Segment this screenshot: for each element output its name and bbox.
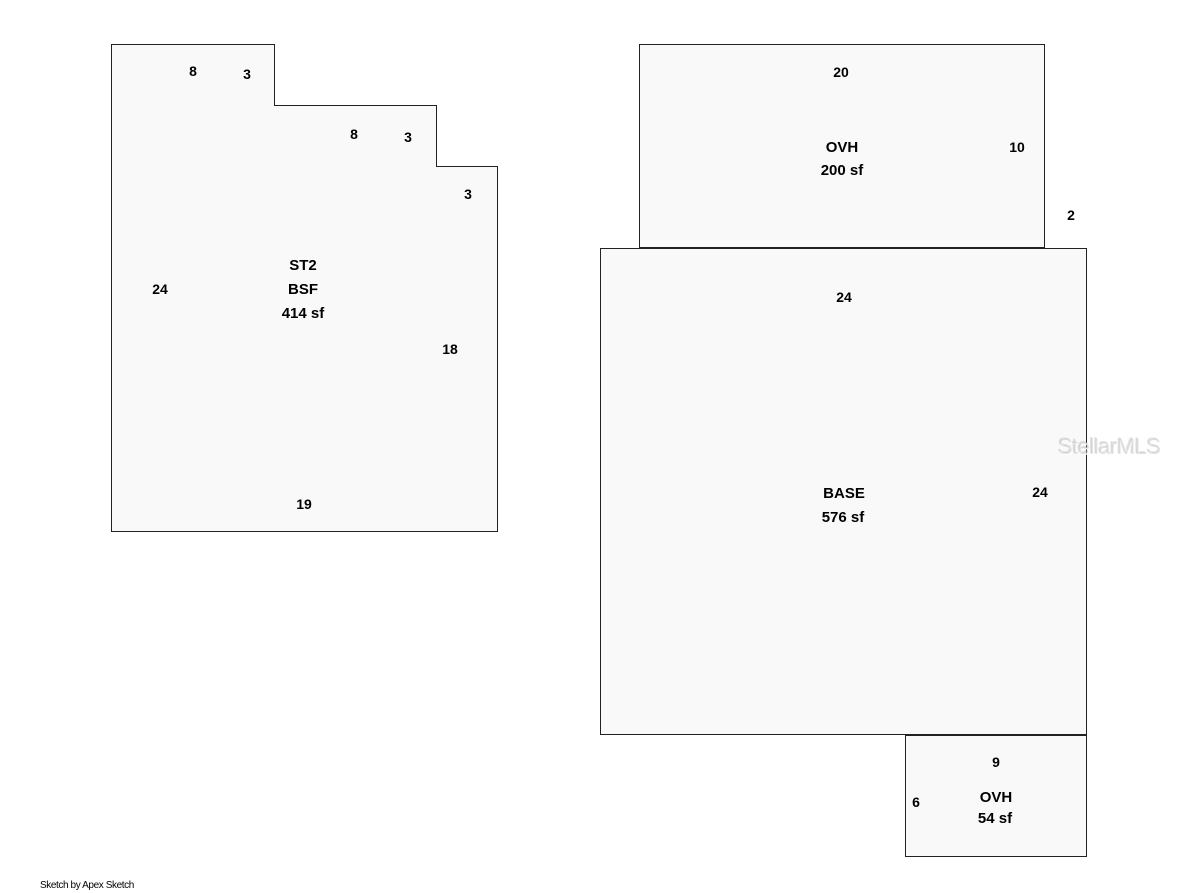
label-st2-code: ST2 [289, 257, 317, 274]
label-base-area: 576 sf [822, 509, 866, 526]
dim-st2-side-step2: 3 [404, 129, 412, 145]
dim-ovh-small-top: 9 [992, 754, 1000, 770]
dim-st2-side-step3: 3 [464, 186, 472, 202]
label-st2-type: BSF [288, 281, 318, 298]
area-ovh-small-outline [905, 735, 1087, 857]
dim-st2-top-step2: 8 [350, 126, 358, 142]
label-ovh-small-area: 54 sf [978, 810, 1013, 827]
dim-ovh-top-top: 20 [833, 64, 849, 80]
dim-ovh-small-left: 6 [912, 794, 920, 810]
dim-base-right: 24 [1032, 484, 1048, 500]
label-ovh-top-type: OVH [826, 139, 859, 156]
dim-st2-top-step1: 8 [189, 63, 197, 79]
dim-st2-right: 18 [442, 341, 458, 357]
label-ovh-top-area: 200 sf [821, 162, 865, 179]
area-st2: 8 3 8 3 3 24 18 19 ST2 BSF 414 sf [111, 44, 498, 532]
dim-st2-bottom: 19 [296, 496, 312, 512]
label-st2-area: 414 sf [282, 305, 326, 322]
sketch-credit-footer: Sketch by Apex Sketch [40, 880, 134, 891]
area-base-outline [600, 248, 1087, 735]
label-ovh-small-type: OVH [980, 789, 1013, 806]
dim-ovh-top-right: 10 [1009, 139, 1025, 155]
area-st2-outline [111, 44, 498, 532]
area-ovh-small: 9 6 OVH 54 sf [905, 735, 1087, 857]
label-base-type: BASE [823, 485, 865, 502]
area-base: 24 24 BASE 576 sf [600, 248, 1087, 735]
dim-st2-side-step1: 3 [243, 66, 251, 82]
stellarmls-watermark: StellarMLS [1058, 434, 1161, 459]
dim-ovh-top-offset: 2 [1067, 207, 1075, 223]
dim-base-top: 24 [836, 289, 852, 305]
area-ovh-top-outline [639, 44, 1045, 248]
dim-st2-left: 24 [152, 281, 168, 297]
area-ovh-top: 20 10 2 OVH 200 sf [639, 44, 1075, 248]
